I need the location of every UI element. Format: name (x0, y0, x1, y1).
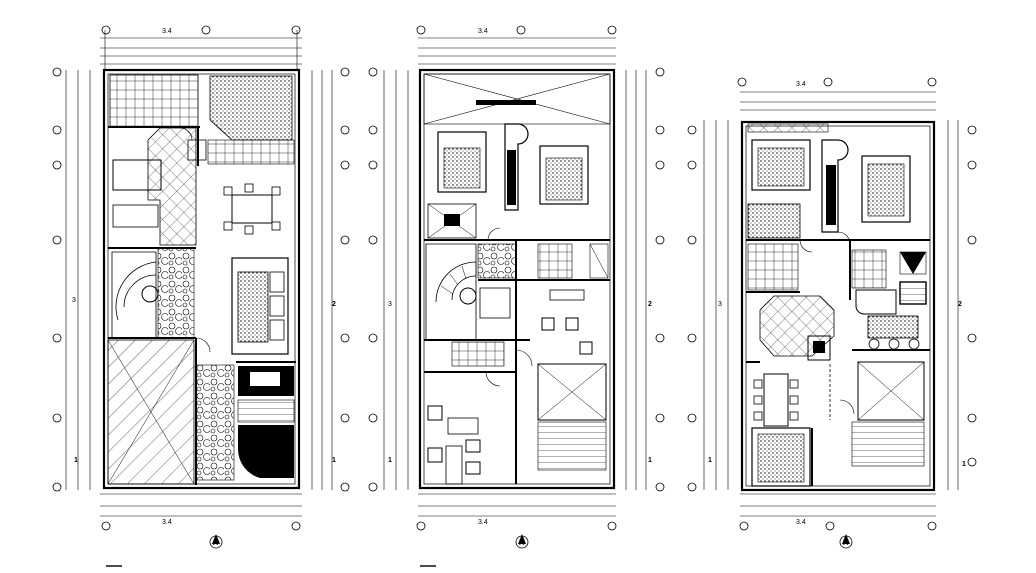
plan-1-bottom-dim: 3.4 (162, 519, 172, 526)
plan-3-bottom-dim: 3.4 (796, 519, 806, 526)
plan-3-axis-1-left: 1 (708, 457, 712, 464)
plan-2-bottom-dim: 3.4 (478, 519, 488, 526)
plan-2-side-dim: 3 (388, 301, 392, 308)
plan-1-axis-1-left: 1 (74, 457, 78, 464)
plan-2-axis-1-left: 1 (388, 457, 392, 464)
plan-2-north-label: A (519, 540, 524, 547)
plan-1-side-dim: 3 (72, 297, 76, 304)
plan-3-side-dim: 3 (718, 301, 722, 308)
plan-3-axis-2-right: 2 (958, 301, 962, 308)
plan-1: 3.4 1 1 2 3 (52, 25, 350, 567)
plan-1-top-dim: 3.4 (162, 28, 172, 35)
plan-3-axis-1-right: 1 (962, 461, 966, 468)
plan-1-north-label: A (213, 540, 218, 547)
plan-3: 3.4 1 1 2 3 (687, 77, 977, 549)
plan-2-axis-1-right: 1 (648, 457, 652, 464)
plan-3-top-dim: 3.4 (796, 81, 806, 88)
plan-2: 3.4 1 1 2 3 (368, 25, 665, 567)
plan-2-top-dim: 3.4 (478, 28, 488, 35)
plan-1-axis-1-right: 1 (332, 457, 336, 464)
plan-1-top-dimensions (100, 30, 302, 70)
plan-2-axis-2-right: 2 (648, 301, 652, 308)
plan-1-axis-2-right: 2 (332, 301, 336, 308)
plan-3-north-label: A (843, 540, 848, 547)
